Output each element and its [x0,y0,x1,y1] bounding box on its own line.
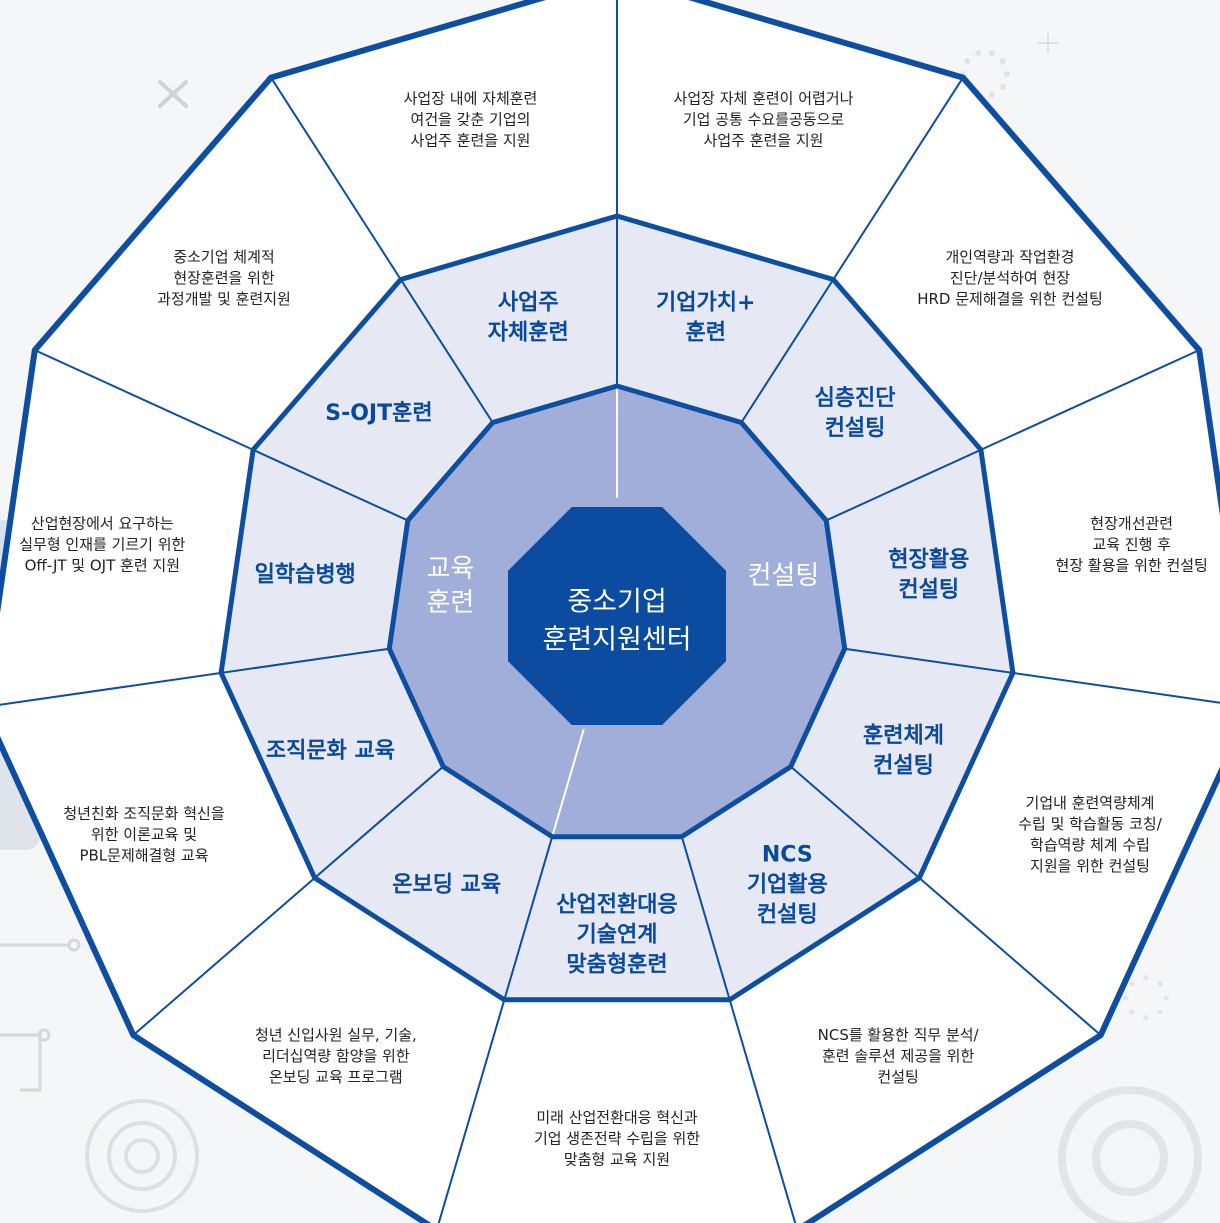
plus-icon [1038,33,1058,53]
segment-label-work-study: 일학습병행 [255,563,356,588]
center-octagon [508,507,726,725]
segment-label-org-culture: 조직문화 교육 [266,738,395,763]
segment-label-s-ojt: S-OJT훈련 [325,401,432,426]
circuit-lines-icon [0,938,81,1092]
gear-icon [1058,1086,1202,1223]
dot-ring-icon [1123,975,1169,1021]
category-label-consulting: 컨설팅 [747,561,819,591]
segment-label-value-plus: 기업가치+훈련 [656,290,755,345]
target-icon [85,1099,199,1213]
x-mark-icon [158,80,188,108]
category-dividers [551,386,618,837]
segment-label-onboarding: 온보딩 교육 [392,873,501,898]
category-border [386,383,848,840]
middle-border [218,213,1016,1003]
